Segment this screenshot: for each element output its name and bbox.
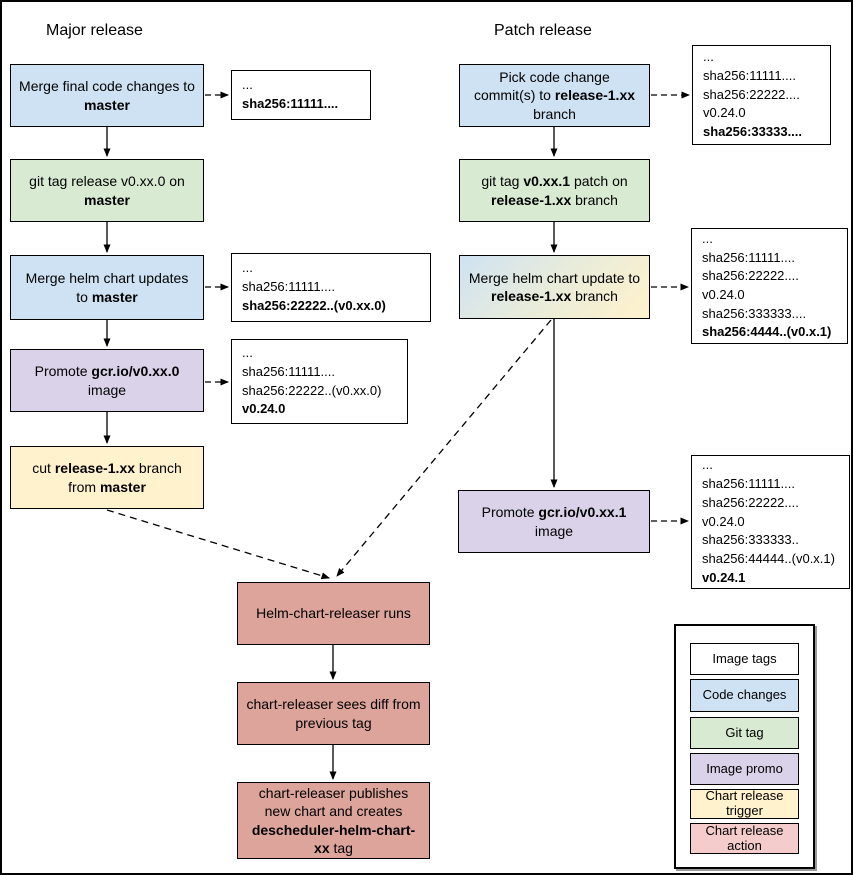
step-chart-releaser-diff: chart-releaser sees diff from previous t… (237, 682, 430, 745)
legend: Image tags Code changes Git tag Image pr… (674, 624, 815, 869)
step-merge-helm-release: Merge helm chart update to release-1.xx … (459, 255, 650, 319)
step-merge-helm-master: Merge helm chart updates to master (10, 255, 204, 320)
image-tags-note-major-3: ...sha256:11111....sha256:22222..(v0.xx.… (231, 339, 408, 424)
image-tags-note-major-1: ...sha256:11111.... (231, 70, 371, 120)
image-tags-note-patch-1: ...sha256:11111....sha256:22222....v0.24… (692, 45, 831, 145)
legend-item-chart-trigger: Chart release trigger (690, 789, 799, 819)
step-promote-patch-image: Promote gcr.io/v0.xx.1 image (458, 490, 650, 553)
legend-item-image-promo: Image promo (690, 753, 799, 785)
step-promote-major-image: Promote gcr.io/v0.xx.0 image (10, 349, 204, 412)
step-helm-chart-releaser-runs: Helm-chart-releaser runs (237, 582, 430, 645)
step-pick-code-change: Pick code change commit(s) to release-1.… (459, 64, 650, 127)
major-release-title: Major release (46, 22, 143, 39)
patch-release-title: Patch release (494, 22, 592, 39)
legend-item-code-changes: Code changes (690, 679, 799, 712)
step-cut-release-branch: cut release-1.xx branch from master (10, 446, 204, 509)
image-tags-note-patch-3: ...sha256:11111....sha256:22222....v0.24… (691, 455, 850, 589)
step-git-tag-major: git tag release v0.xx.0 on master (10, 159, 204, 222)
step-merge-final-code: Merge final code changes to master (10, 64, 204, 127)
legend-item-image-tags: Image tags (690, 643, 799, 675)
image-tags-note-patch-2: ...sha256:11111....sha256:22222....v0.24… (691, 228, 848, 344)
legend-item-git-tag: Git tag (690, 717, 799, 749)
step-chart-releaser-publish: chart-releaser publishes new chart and c… (237, 782, 430, 859)
image-tags-note-major-2: ...sha256:11111....sha256:22222..(v0.xx.… (231, 253, 431, 322)
legend-item-chart-action: Chart release action (690, 823, 799, 854)
step-git-tag-patch: git tag v0.xx.1 patch on release-1.xx br… (459, 159, 650, 222)
